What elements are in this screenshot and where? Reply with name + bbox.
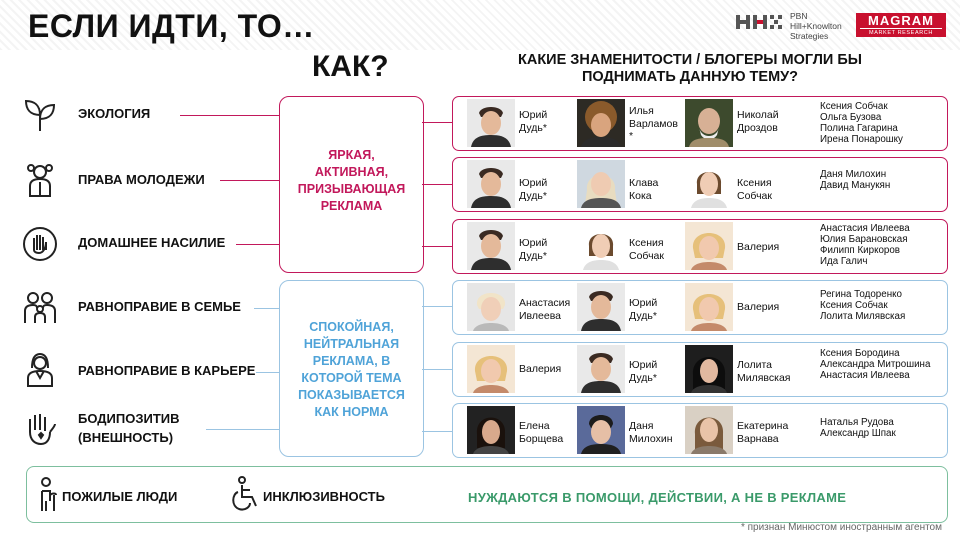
connector-line	[422, 184, 452, 185]
connector-line	[256, 372, 279, 373]
avatar	[685, 160, 733, 208]
bright-ad-approach: ЯРКАЯ, АКТИВНАЯ, ПРИЗЫВАЮЩАЯ РЕКЛАМА	[279, 96, 424, 273]
avatar	[577, 406, 625, 454]
businesswoman-icon	[27, 352, 53, 387]
topic-ecology: ЭКОЛОГИЯ	[22, 95, 282, 135]
avatar	[577, 160, 625, 208]
avatar	[467, 160, 515, 208]
connector-line	[422, 369, 452, 370]
connector-line	[422, 122, 452, 123]
connector-line	[422, 246, 452, 247]
slide-title: ЕСЛИ ИДТИ, ТО…	[28, 8, 315, 44]
magram-logo: MAGRAM MARKET RESEARCH	[856, 13, 946, 37]
family-icon	[24, 292, 56, 323]
elderly-label: ПОЖИЛЫЕ ЛЮДИ	[62, 489, 178, 504]
inclusivity-label: ИНКЛЮЗИВНОСТЬ	[263, 489, 385, 504]
celebs-heading: КАКИЕ ЗНАМЕНИТОСТИ / БЛОГЕРЫ МОГЛИ БЫ ПО…	[518, 52, 862, 85]
avatar	[467, 283, 515, 331]
avatar	[577, 283, 625, 331]
header-bar	[0, 0, 960, 50]
topic-domestic-violence: ДОМАШНЕЕ НАСИЛИЕ	[22, 224, 282, 264]
avatar	[685, 222, 733, 270]
avatar	[467, 406, 515, 454]
needs-help-box	[26, 466, 948, 523]
footnote: * признан Минюстом иностранным агентом	[740, 522, 942, 533]
avatar	[685, 283, 733, 331]
avatar	[685, 99, 733, 147]
plant-sprout-icon	[24, 99, 56, 131]
avatar	[577, 99, 625, 147]
avatar	[685, 345, 733, 393]
how-heading: КАК?	[312, 50, 389, 83]
body-positive-hand-icon	[29, 414, 56, 446]
connector-line	[180, 115, 279, 116]
pbn-logo-icon	[736, 15, 782, 29]
topic-family-equality: РАВНОПРАВИЕ В СЕМЬЕ	[22, 287, 282, 327]
elderly-person-icon	[41, 477, 57, 511]
pbn-logo-text: PBN Hill+Knowlton Strategies	[790, 11, 842, 41]
avatar	[577, 345, 625, 393]
topic-youth-rights: ПРАВА МОЛОДЕЖИ	[22, 160, 282, 200]
avatar	[467, 99, 515, 147]
needs-help-text: НУЖДАЮТСЯ В ПОМОЩИ, ДЕЙСТВИИ, А НЕ В РЕК…	[468, 490, 847, 505]
avatar	[577, 222, 625, 270]
wheelchair-icon	[232, 476, 257, 511]
young-person-icon	[27, 164, 53, 197]
connector-line	[220, 180, 279, 181]
stop-hand-icon	[23, 227, 57, 261]
avatar	[685, 406, 733, 454]
connector-line	[206, 429, 279, 430]
calm-ad-approach: СПОКОЙНАЯ, НЕЙТРАЛЬНАЯ РЕКЛАМА, В КОТОРО…	[279, 280, 424, 457]
connector-line	[236, 244, 279, 245]
connector-line	[254, 308, 279, 309]
topic-career-equality: РАВНОПРАВИЕ В КАРЬЕРЕ	[22, 350, 282, 390]
avatar	[467, 222, 515, 270]
avatar	[467, 345, 515, 393]
topic-body-positive: БОДИПОЗИТИВ (ВНЕШНОСТЬ)	[22, 408, 282, 448]
connector-line	[422, 431, 452, 432]
connector-line	[422, 306, 452, 307]
